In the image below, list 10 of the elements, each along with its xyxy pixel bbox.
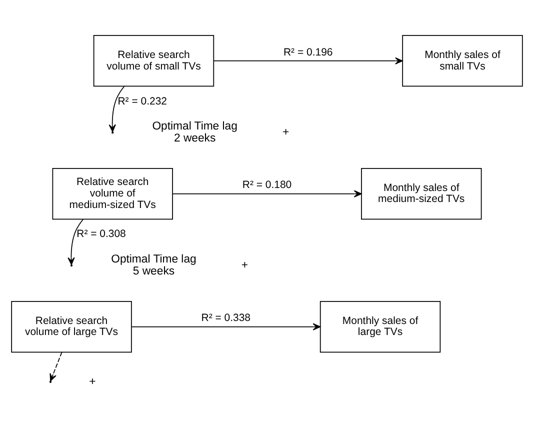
edge-label: R² = 0.308: [76, 229, 126, 240]
label: +: [241, 260, 248, 272]
label: +: [282, 126, 290, 139]
edge-label: R² = 0.180: [242, 180, 292, 192]
label: Optimal Time lag 2 weeks: [152, 120, 238, 145]
edge-label: R² = 0.196: [283, 47, 333, 58]
label: Optimal Time lag 5 weeks: [111, 253, 196, 278]
edge-label: R² = 0.338: [201, 313, 251, 324]
edge-label: R² = 0.232: [118, 96, 167, 108]
label: +: [89, 376, 96, 388]
